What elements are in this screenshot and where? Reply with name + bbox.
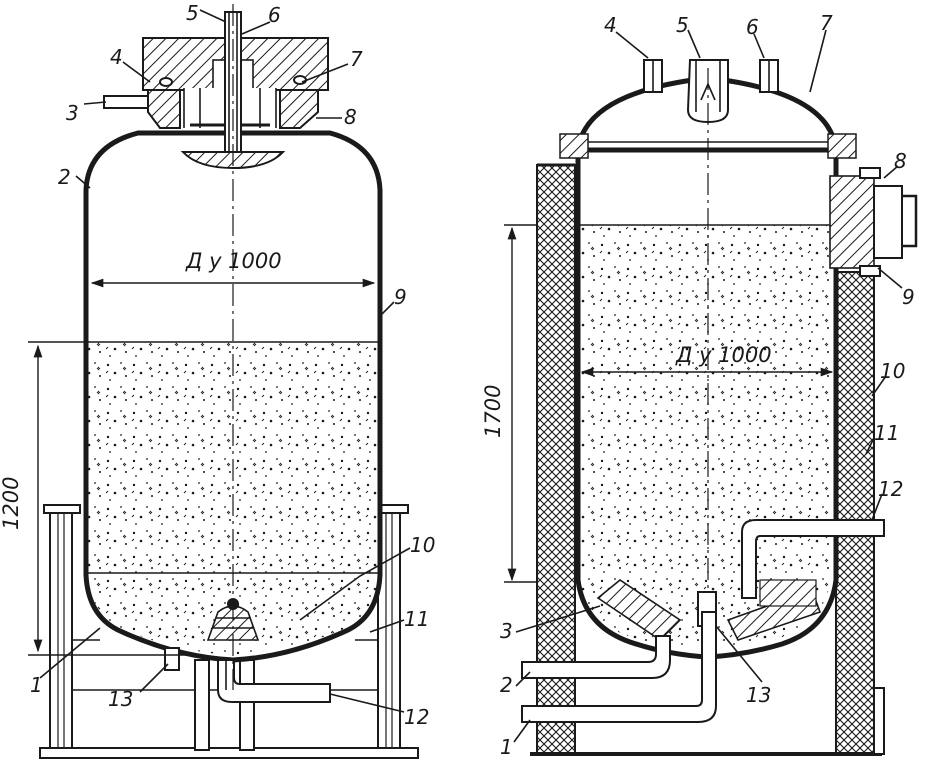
- left-callout-9: 9: [394, 285, 407, 309]
- right-bottom-distributors: [596, 579, 822, 642]
- left-diameter-label: Д у 1000: [185, 249, 282, 273]
- right-callout-1: 1: [500, 735, 513, 759]
- left-callout-3: 3: [66, 101, 79, 125]
- right-callout-12: 12: [878, 477, 903, 501]
- right-callouts: 4 5 6 7 8 9 10 11 12 3 2 13 1: [500, 11, 915, 759]
- right-insulation-left: [536, 164, 576, 756]
- right-callout-6: 6: [746, 15, 759, 39]
- left-callout-13: 13: [108, 687, 133, 711]
- left-callout-6: 6: [268, 3, 281, 27]
- left-callouts: 5 6 4 7 3 8 2 9 10 11 1 13 12: [30, 1, 435, 729]
- right-callout-13: 13: [746, 683, 771, 707]
- right-height-label: 1700: [481, 385, 505, 438]
- left-side-nozzle: [103, 95, 149, 109]
- right-callout-2: 2: [500, 673, 513, 697]
- right-outlet-pipe: [741, 519, 885, 599]
- right-packing-bed: [580, 225, 830, 650]
- right-callout-10: 10: [880, 359, 905, 383]
- left-leader-lines: [39, 9, 411, 713]
- right-callout-5: 5: [676, 13, 689, 37]
- right-callout-9: 9: [902, 285, 915, 309]
- left-callout-12: 12: [404, 705, 429, 729]
- left-callout-11: 11: [404, 607, 429, 631]
- left-outlet-pipe: [217, 659, 331, 703]
- right-vessel-shell: [575, 75, 839, 660]
- right-callout-11: 11: [874, 421, 899, 445]
- left-vessel: Д у 1000 1200 5 6 4 7 3: [0, 1, 435, 759]
- left-height-label: 1200: [0, 477, 23, 530]
- left-support-frame: [39, 504, 419, 759]
- left-callout-7: 7: [350, 47, 363, 71]
- right-pipe-1: [521, 611, 717, 723]
- right-diameter-label: Д у 1000: [675, 343, 772, 367]
- left-callout-8: 8: [344, 105, 357, 129]
- right-callout-8: 8: [894, 149, 907, 173]
- right-insulation-right: [835, 271, 875, 756]
- left-drain-nozzle: [164, 647, 180, 671]
- left-callout-4: 4: [110, 45, 123, 69]
- left-callout-1: 1: [30, 673, 43, 697]
- right-flange-bolts: [559, 133, 857, 159]
- left-callout-5: 5: [186, 1, 199, 25]
- right-vessel: Д у 1000 1700: [481, 11, 918, 759]
- right-callout-4: 4: [604, 13, 617, 37]
- left-callout-10: 10: [410, 533, 435, 557]
- right-callout-3: 3: [500, 619, 513, 643]
- right-leader-lines: [513, 29, 903, 743]
- right-callout-7: 7: [820, 11, 833, 35]
- left-callout-2: 2: [58, 165, 71, 189]
- right-pipe-2: [521, 635, 671, 679]
- right-side-manhole: [829, 167, 918, 277]
